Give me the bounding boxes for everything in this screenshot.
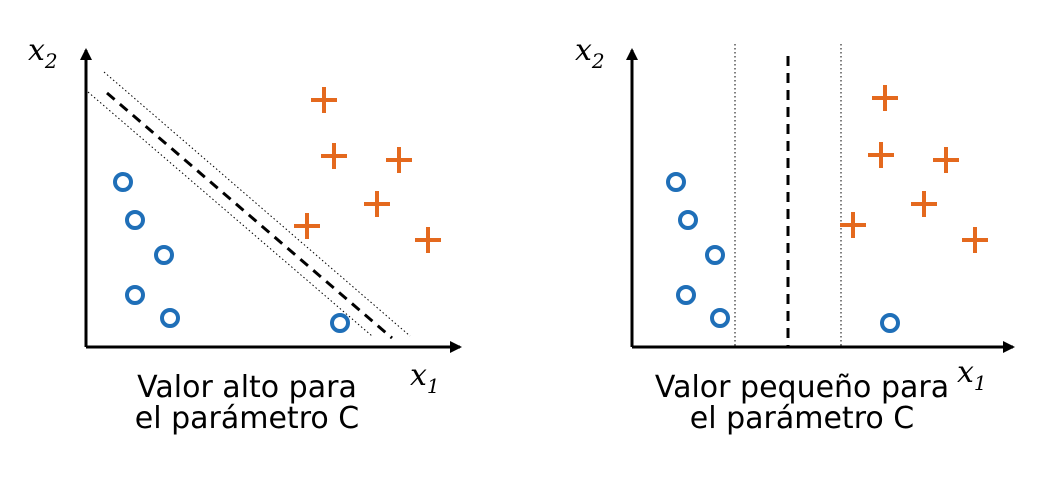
plus-marker xyxy=(321,143,347,169)
circle-marker xyxy=(330,313,350,333)
margin-line-upper xyxy=(103,71,411,337)
plus-marker xyxy=(933,147,959,173)
plus-marker xyxy=(868,142,894,168)
class-circles xyxy=(666,172,900,333)
caption-line-1: Valor alto para xyxy=(137,370,357,405)
y-axis-label: x2 xyxy=(575,33,605,73)
circle-marker xyxy=(666,172,686,192)
circle-marker xyxy=(676,285,696,305)
circle-marker xyxy=(125,210,145,230)
plus-marker xyxy=(911,191,937,217)
plus-marker xyxy=(962,227,988,253)
circle-marker xyxy=(125,285,145,305)
class-plus xyxy=(294,87,441,253)
caption-line-1: Valor pequeño para xyxy=(655,370,949,405)
circle-marker xyxy=(160,308,180,328)
plus-marker xyxy=(840,212,866,238)
panel-high-c: x2 x1 Valor alto para el parámetro C xyxy=(28,33,462,436)
class-plus xyxy=(840,85,988,253)
caption-line-2: el parámetro C xyxy=(690,401,914,436)
circle-marker xyxy=(705,245,725,265)
circle-marker xyxy=(154,245,174,265)
x-axis-label: x1 xyxy=(410,358,440,398)
plus-marker xyxy=(415,227,441,253)
plus-marker xyxy=(294,213,320,239)
x-axis-label: x1 xyxy=(957,355,987,395)
circle-marker xyxy=(113,172,133,192)
margin-line-lower xyxy=(87,91,373,337)
circle-marker xyxy=(710,308,730,328)
caption-line-2: el parámetro C xyxy=(135,401,359,436)
plus-marker xyxy=(386,147,412,173)
class-circles xyxy=(113,172,350,333)
panel-low-c: x2 x1 Valor pequeño para el parámetro C xyxy=(575,33,1015,436)
plus-marker xyxy=(364,191,390,217)
plus-marker xyxy=(311,87,337,113)
circle-marker xyxy=(880,313,900,333)
circle-marker xyxy=(678,210,698,230)
decision-boundary xyxy=(106,91,393,340)
plus-marker xyxy=(872,85,898,111)
y-axis-label: x2 xyxy=(28,33,58,73)
